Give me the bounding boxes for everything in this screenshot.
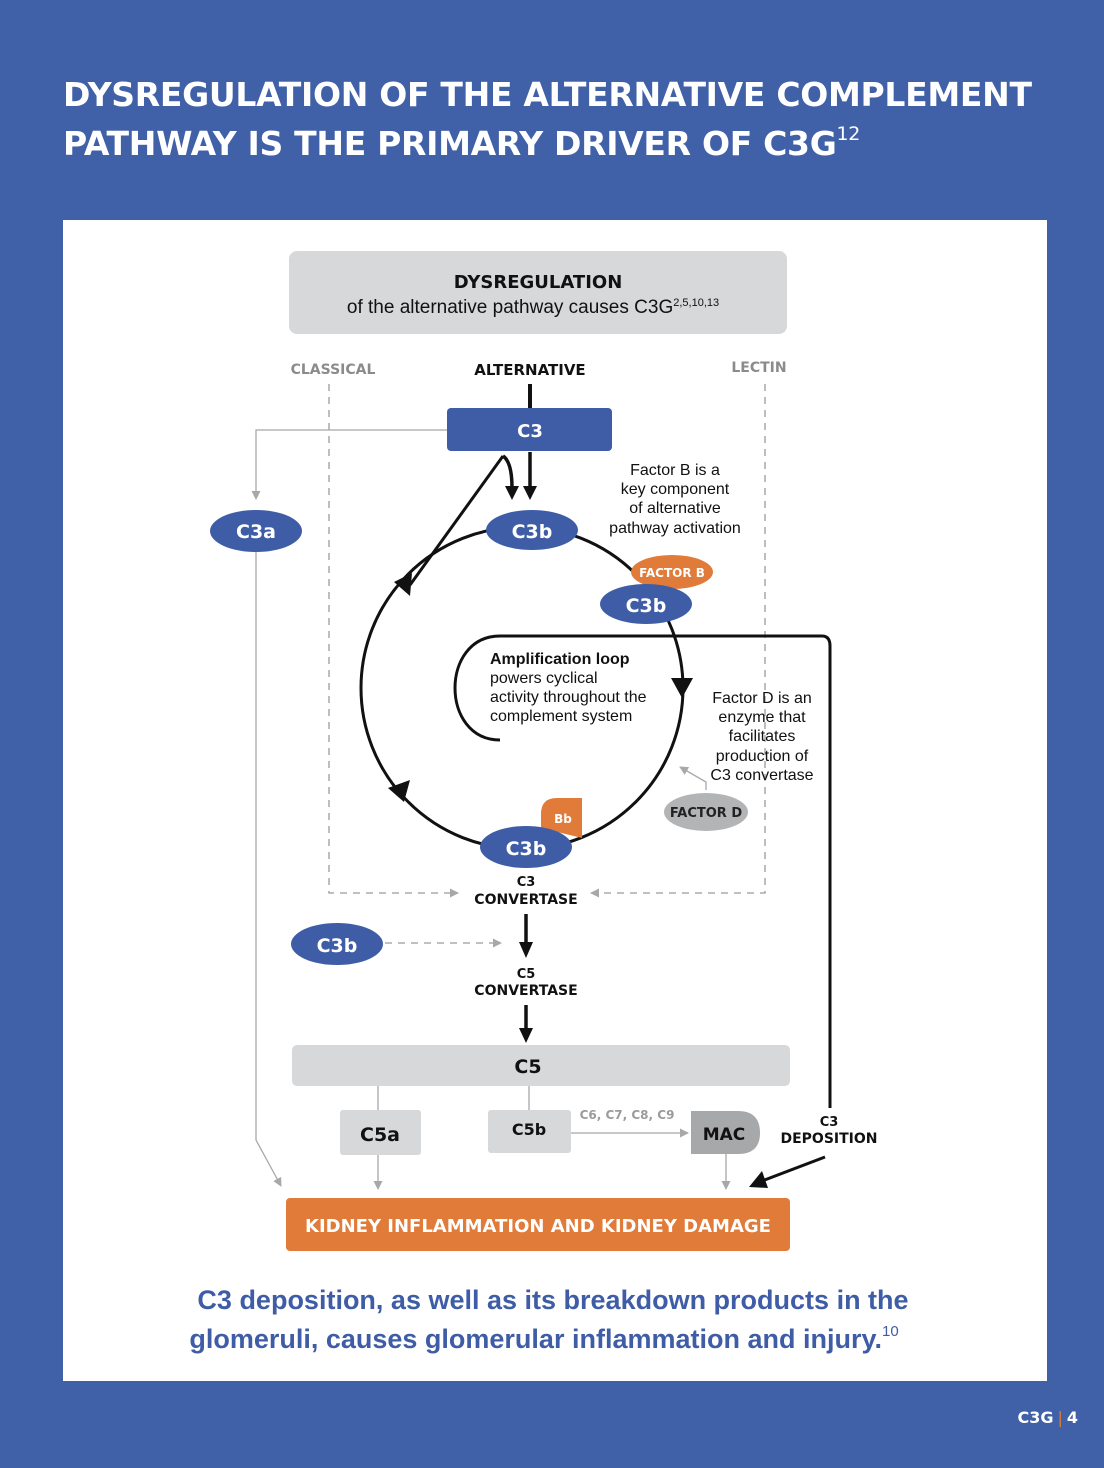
caption-line-1: C3 deposition, as well as its breakdown …: [197, 1285, 908, 1315]
page-title: DYSREGULATION OF THE ALTERNATIVE COMPLEM…: [63, 70, 1043, 168]
c3-to-c3b-arrowhead-right: [523, 486, 537, 500]
cycle-arrowhead-lower-left: [388, 780, 410, 802]
c3-node: [447, 408, 612, 451]
c5a-node: [340, 1110, 421, 1155]
c3-deposition-line: [676, 634, 832, 1108]
c3-deposition-to-outcome-line: [761, 1155, 826, 1183]
factor-b-note-line-1: Factor B is a: [630, 462, 720, 479]
mac-node-label: MAC: [703, 1125, 746, 1145]
c3-convertase-label-line-2: CONVERTASE: [474, 892, 577, 908]
c3a-node-label: C3a: [236, 521, 276, 543]
loop-return-to-c3-line: [408, 455, 505, 586]
c5a-node-label: C5a: [360, 1124, 400, 1146]
factor-d-note-line-1: Factor D is an: [712, 690, 812, 707]
factor-b-note-line-3: of alternative: [629, 500, 721, 517]
dysregulation-box: DYSREGULATION of the alternative pathway…: [289, 251, 787, 334]
c3b-top-node-label: C3b: [512, 521, 553, 543]
factor-d-note-line-3: facilitates: [729, 728, 796, 745]
dysregulation-box-bg: [289, 251, 787, 334]
c3b-bb-node-label: C3b: [506, 838, 547, 860]
factor-d-note-line-2: enzyme that: [718, 709, 806, 726]
factor-d-note: Factor D is an enzyme that facilitates p…: [710, 690, 813, 784]
classical-path-line: [328, 384, 459, 898]
page-title-line-2-text: PATHWAY IS THE PRIMARY DRIVER OF C3G: [63, 124, 837, 163]
footer-brand: C3G: [1017, 1408, 1054, 1427]
footer-page-number: 4: [1066, 1408, 1078, 1427]
c3-deposition-label-line-1: C3: [820, 1115, 839, 1130]
lectin-label: LECTIN: [731, 360, 786, 376]
cycle-arrowhead-upper-left: [394, 573, 412, 596]
caption-reference: 10: [882, 1323, 899, 1340]
factor-b-note-line-2: key component: [621, 481, 730, 498]
c3-deposition-label-line-2: DEPOSITION: [780, 1131, 877, 1147]
c3-to-c3b-arrowhead-left: [505, 486, 519, 500]
c5-arrowhead: [519, 1028, 533, 1043]
c3-to-c3b-arrow-left: [501, 454, 514, 489]
c3b-factor-b-node: [600, 584, 692, 624]
alternative-label: ALTERNATIVE: [474, 361, 585, 379]
c3b-left-node-label: C3b: [317, 935, 358, 957]
factor-d-note-line-5: C3 convertase: [710, 767, 813, 784]
classical-label: CLASSICAL: [291, 362, 376, 378]
page-title-reference: 12: [836, 123, 861, 145]
c3-node-label: C3: [517, 421, 543, 442]
c3b-top-node: [486, 510, 578, 550]
factor-b-node: [631, 555, 713, 589]
cycle-arrowhead-right: [671, 678, 693, 698]
c3-deposition-arrowhead: [749, 1171, 768, 1188]
c3-to-c3a-arrow: [251, 429, 449, 500]
amplification-note-line-1: powers cyclical: [490, 670, 598, 687]
c3b-factor-b-node-label: C3b: [626, 595, 667, 617]
page-footer: C3G|4: [1017, 1408, 1078, 1427]
amplification-note: Amplification loop powers cyclical activ…: [490, 651, 647, 725]
c5-node: [292, 1045, 790, 1086]
c5b-node-label: C5b: [512, 1120, 546, 1139]
factor-d-arrow: [679, 766, 707, 790]
amplification-note-title: Amplification loop: [490, 651, 630, 668]
factor-d-node-label: FACTOR D: [670, 806, 742, 821]
amplification-note-line-2: activity throughout the: [490, 689, 647, 706]
c3b-left-node: [291, 923, 383, 965]
factor-d-note-line-4: production of: [716, 748, 809, 765]
caption-line-2: glomeruli, causes glomerular inflammatio…: [189, 1323, 898, 1354]
c5b-node: [488, 1110, 571, 1153]
c6-c9-label: C6, C7, C8, C9: [580, 1108, 675, 1122]
factor-b-node-label: FACTOR B: [639, 566, 705, 580]
c5-convertase-arrowhead: [519, 942, 533, 958]
footer-separator: |: [1057, 1408, 1063, 1427]
bb-node-label: Bb: [554, 812, 572, 826]
dysregulation-title: DYSREGULATION: [454, 272, 623, 293]
factor-b-note: Factor B is a key component of alternati…: [609, 462, 741, 537]
kidney-damage-outcome-label: KIDNEY INFLAMMATION AND KIDNEY DAMAGE: [305, 1216, 771, 1237]
bb-node: [541, 798, 582, 838]
caption-line-2-text: glomeruli, causes glomerular inflammatio…: [189, 1324, 882, 1354]
factor-b-note-line-4: pathway activation: [609, 520, 741, 537]
c3-convertase-label-line-1: C3: [517, 875, 536, 890]
c3a-node: [210, 510, 302, 552]
c5-node-label: C5: [514, 1056, 541, 1078]
lectin-path-line: [590, 384, 766, 898]
c3b-bb-node: [480, 826, 572, 868]
page-title-line-1: DYSREGULATION OF THE ALTERNATIVE COMPLEM…: [63, 75, 1032, 114]
amplification-note-line-3: complement system: [490, 708, 632, 725]
page-title-line-2: PATHWAY IS THE PRIMARY DRIVER OF C3G12: [63, 119, 1043, 168]
amplification-inner-loop: [453, 634, 676, 742]
c5-convertase-label-line-2: CONVERTASE: [474, 983, 577, 999]
dysregulation-subtitle-text: of the alternative pathway causes C3G: [347, 297, 673, 318]
mac-node: [691, 1111, 760, 1154]
c3a-to-outcome-arrow: [255, 552, 282, 1187]
factor-d-node: [664, 793, 748, 831]
c5-convertase-label-line-1: C5: [517, 967, 536, 982]
dysregulation-reference: 2,5,10,13: [673, 297, 719, 309]
dysregulation-subtitle: of the alternative pathway causes C3G2,5…: [347, 297, 719, 318]
kidney-damage-outcome-box: [286, 1198, 790, 1251]
